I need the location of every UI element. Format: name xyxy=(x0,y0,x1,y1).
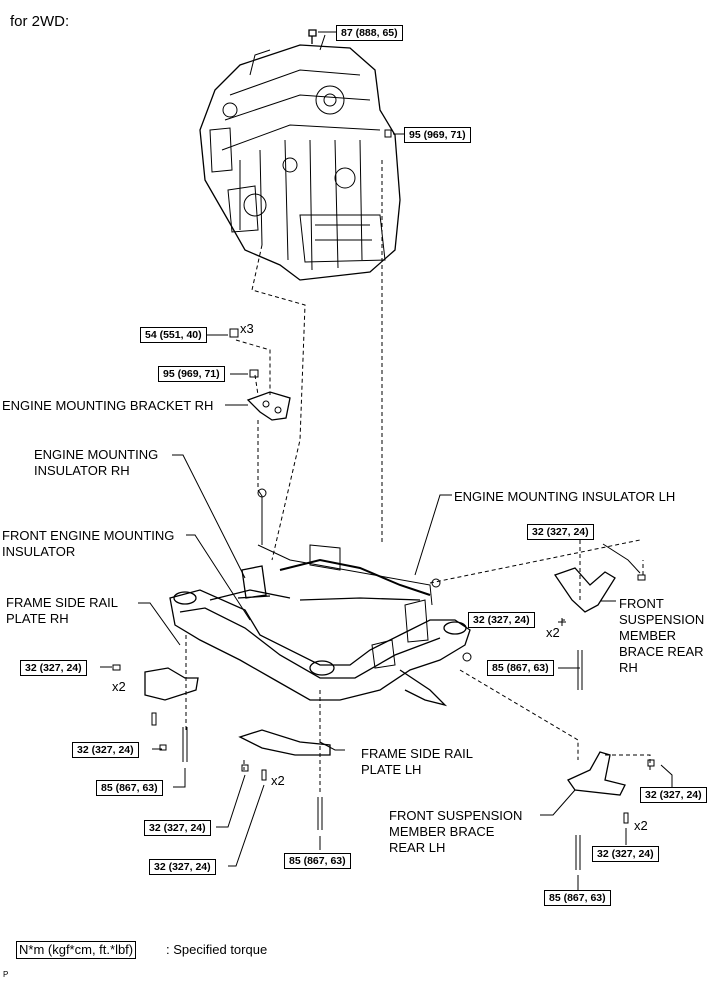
part-label-front-insulator: INSULATOR xyxy=(2,544,76,559)
part-label-brace-rear-rh: BRACE REAR xyxy=(619,644,704,659)
torque-label: 54 (551, 40) xyxy=(140,327,207,343)
torque-label: 87 (888, 65) xyxy=(336,25,403,41)
part-label-engine-bracket-rh: ENGINE MOUNTING BRACKET RH xyxy=(2,398,214,413)
part-label-insulator-rh: ENGINE MOUNTING xyxy=(34,447,159,462)
torque-label: 85 (867, 63) xyxy=(487,660,554,676)
legend-description: : Specified torque xyxy=(166,942,268,957)
torque-label: 32 (327, 24) xyxy=(144,820,211,836)
torque-label: 32 (327, 24) xyxy=(149,859,216,875)
footer-mark: P xyxy=(3,970,9,979)
engine-illustration xyxy=(199,34,401,281)
part-label-brace-rear-lh: FRONT SUSPENSION xyxy=(389,808,523,823)
part-label-frame-rail-lh: PLATE LH xyxy=(361,762,422,777)
part-label-brace-rear-rh: FRONT xyxy=(619,596,664,611)
torque-label: 32 (327, 24) xyxy=(527,524,594,540)
part-label-brace-rear-rh: MEMBER xyxy=(619,628,677,643)
part-label-frame-rail-lh: FRAME SIDE RAIL xyxy=(361,746,473,761)
part-label-brace-rear-rh: RH xyxy=(619,660,638,675)
quantity-multiplier: x2 xyxy=(634,818,648,833)
torque-label: 85 (867, 63) xyxy=(284,853,351,869)
torque-label: 32 (327, 24) xyxy=(72,742,139,758)
quantity-multiplier: x2 xyxy=(112,679,126,694)
quantity-multiplier: x2 xyxy=(271,773,285,788)
torque-label: 32 (327, 24) xyxy=(20,660,87,676)
part-label-insulator-rh: INSULATOR RH xyxy=(34,463,130,478)
front-suspension-frame xyxy=(169,589,471,707)
part-label-brace-rear-lh: MEMBER BRACE xyxy=(389,824,495,839)
quantity-multiplier: x3 xyxy=(240,321,254,336)
part-label-brace-rear-lh: REAR LH xyxy=(389,840,446,855)
torque-label: 85 (867, 63) xyxy=(96,780,163,796)
torque-label: 32 (327, 24) xyxy=(592,846,659,862)
part-label-insulator-lh: ENGINE MOUNTING INSULATOR LH xyxy=(454,489,676,504)
legend-units: N*m (kgf*cm, ft.*lbf) xyxy=(16,941,137,959)
part-label-frame-rail-rh: PLATE RH xyxy=(6,611,69,626)
torque-label: 85 (867, 63) xyxy=(544,890,611,906)
part-label-front-insulator: FRONT ENGINE MOUNTING xyxy=(2,528,175,543)
torque-label: 32 (327, 24) xyxy=(640,787,707,803)
quantity-multiplier: x2 xyxy=(546,625,560,640)
torque-label: 95 (969, 71) xyxy=(404,127,471,143)
part-label-brace-rear-rh: SUSPENSION xyxy=(619,612,705,627)
diagram-title: for 2WD: xyxy=(10,13,70,30)
torque-label: 95 (969, 71) xyxy=(158,366,225,382)
torque-label: 32 (327, 24) xyxy=(468,612,535,628)
part-label-frame-rail-rh: FRAME SIDE RAIL xyxy=(6,595,118,610)
